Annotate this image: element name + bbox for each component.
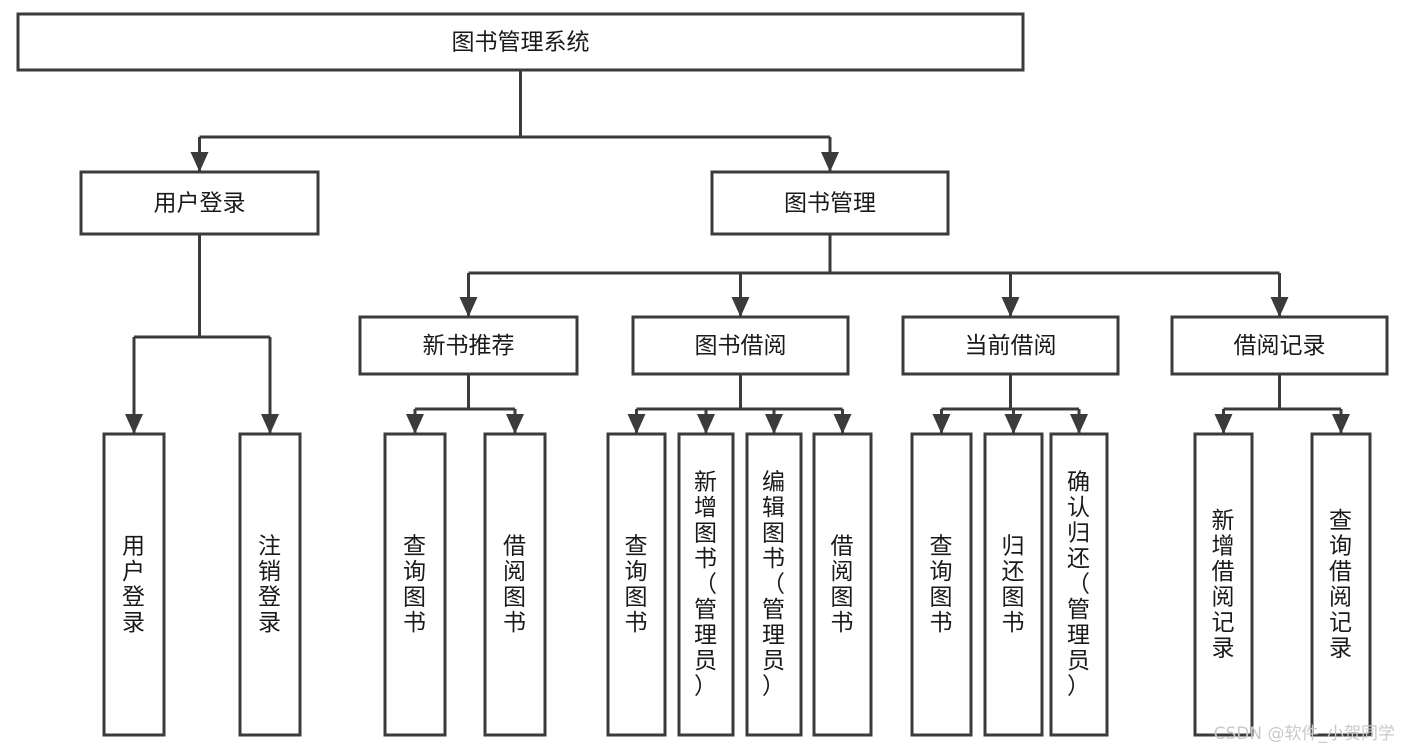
node-box-leaf-add-book-admin [677, 432, 735, 737]
node-label-leaf-borrow-book-recommend: 借阅图书 [503, 533, 527, 636]
node-leaf-user-login[interactable]: 用户登录 [102, 432, 166, 737]
node-label-borrow-record: 借阅记录 [1234, 333, 1326, 359]
arrow-head-borrow-record-0 [1214, 414, 1233, 434]
arrow-head-new-book-recommend-0 [406, 414, 424, 434]
node-book-management[interactable]: 图书管理 [710, 170, 950, 236]
arrow-head-book-management-3 [1270, 297, 1289, 317]
arrow-head-new-book-recommend-1 [506, 414, 524, 434]
node-label-user-login: 用户登录 [154, 191, 246, 217]
node-label-book-borrow: 图书借阅 [695, 333, 787, 359]
node-new-book-recommend[interactable]: 新书推荐 [358, 315, 579, 376]
node-box-leaf-borrow-book-recommend [483, 432, 547, 737]
node-label-leaf-add-book-admin: 新增图书（管理员） [694, 469, 718, 699]
node-leaf-add-borrow-record[interactable]: 新增借阅记录 [1193, 432, 1254, 737]
node-box-leaf-logout [238, 432, 302, 737]
node-box-leaf-query-borrow-record [1310, 432, 1372, 737]
node-label-leaf-query-book-current: 查询图书 [930, 533, 954, 636]
node-leaf-query-book-current[interactable]: 查询图书 [910, 432, 973, 737]
node-box-user-login [79, 170, 320, 236]
node-label-leaf-user-login: 用户登录 [122, 533, 146, 636]
arrow-head-root-0 [190, 152, 209, 172]
arrow-head-current-borrow-2 [1070, 414, 1088, 434]
connector-layer [125, 70, 1350, 434]
node-leaf-logout[interactable]: 注销登录 [238, 432, 302, 737]
node-label-root: 图书管理系统 [452, 30, 590, 56]
node-box-leaf-borrow-book [812, 432, 873, 737]
node-box-book-borrow [631, 315, 850, 376]
node-label-book-management: 图书管理 [784, 191, 876, 217]
node-leaf-borrow-book[interactable]: 借阅图书 [812, 432, 873, 737]
arrow-head-borrow-record-1 [1332, 414, 1350, 434]
node-label-leaf-return-book: 归还图书 [1002, 533, 1026, 636]
arrow-head-current-borrow-1 [1004, 414, 1023, 434]
node-label-leaf-confirm-return-admin: 确认归还（管理员） [1067, 469, 1091, 699]
arrow-head-book-borrow-1 [697, 414, 715, 434]
node-leaf-query-borrow-record[interactable]: 查询借阅记录 [1310, 432, 1372, 737]
node-box-borrow-record [1170, 315, 1389, 376]
node-leaf-borrow-book-recommend[interactable]: 借阅图书 [483, 432, 547, 737]
node-leaf-return-book[interactable]: 归还图书 [983, 432, 1044, 737]
arrow-head-book-management-0 [459, 297, 478, 317]
node-leaf-add-book-admin[interactable]: 新增图书（管理员） [677, 432, 735, 737]
arrow-head-book-borrow-2 [765, 414, 783, 434]
node-leaf-edit-book-admin[interactable]: 编辑图书（管理员） [745, 432, 803, 737]
node-box-leaf-return-book [983, 432, 1044, 737]
node-label-leaf-query-book-recommend: 查询图书 [403, 533, 427, 636]
node-label-leaf-add-borrow-record: 新增借阅记录 [1212, 507, 1236, 661]
node-box-leaf-add-borrow-record [1193, 432, 1254, 737]
node-box-current-borrow [901, 315, 1120, 376]
watermark-text: CSDN @软件_小贺同学 [1213, 724, 1395, 744]
node-root[interactable]: 图书管理系统 [16, 12, 1025, 72]
node-user-login[interactable]: 用户登录 [79, 170, 320, 236]
arrow-head-book-borrow-0 [627, 414, 646, 434]
arrow-head-book-borrow-3 [833, 414, 852, 434]
arrow-head-book-management-2 [1001, 297, 1020, 317]
node-current-borrow[interactable]: 当前借阅 [901, 315, 1120, 376]
node-box-leaf-query-book-current [910, 432, 973, 737]
node-box-leaf-query-book-recommend [383, 432, 447, 737]
node-label-leaf-logout: 注销登录 [258, 533, 282, 636]
node-label-leaf-query-book-borrow: 查询图书 [625, 533, 649, 636]
node-box-root [16, 12, 1025, 72]
node-leaf-confirm-return-admin[interactable]: 确认归还（管理员） [1049, 432, 1109, 737]
arrow-head-root-1 [821, 152, 839, 172]
node-label-current-borrow: 当前借阅 [965, 333, 1057, 359]
arrow-head-current-borrow-0 [932, 414, 951, 434]
node-label-leaf-query-borrow-record: 查询借阅记录 [1329, 507, 1353, 661]
node-borrow-record[interactable]: 借阅记录 [1170, 315, 1389, 376]
node-label-new-book-recommend: 新书推荐 [423, 333, 515, 359]
node-box-book-management [710, 170, 950, 236]
arrow-head-user-login-0 [125, 414, 143, 434]
arrow-head-user-login-1 [261, 414, 279, 434]
node-box-leaf-user-login [102, 432, 166, 737]
node-box-leaf-query-book-borrow [606, 432, 667, 737]
node-box-leaf-confirm-return-admin [1049, 432, 1109, 737]
arrow-head-book-management-1 [731, 297, 750, 317]
node-box-leaf-edit-book-admin [745, 432, 803, 737]
node-leaf-query-book-borrow[interactable]: 查询图书 [606, 432, 667, 737]
node-book-borrow[interactable]: 图书借阅 [631, 315, 850, 376]
node-label-leaf-borrow-book: 借阅图书 [831, 533, 855, 636]
node-box-new-book-recommend [358, 315, 579, 376]
node-layer: 图书管理系统用户登录图书管理新书推荐图书借阅当前借阅借阅记录用户登录注销登录查询… [16, 12, 1389, 737]
node-leaf-query-book-recommend[interactable]: 查询图书 [383, 432, 447, 737]
node-label-leaf-edit-book-admin: 编辑图书（管理员） [762, 469, 786, 699]
